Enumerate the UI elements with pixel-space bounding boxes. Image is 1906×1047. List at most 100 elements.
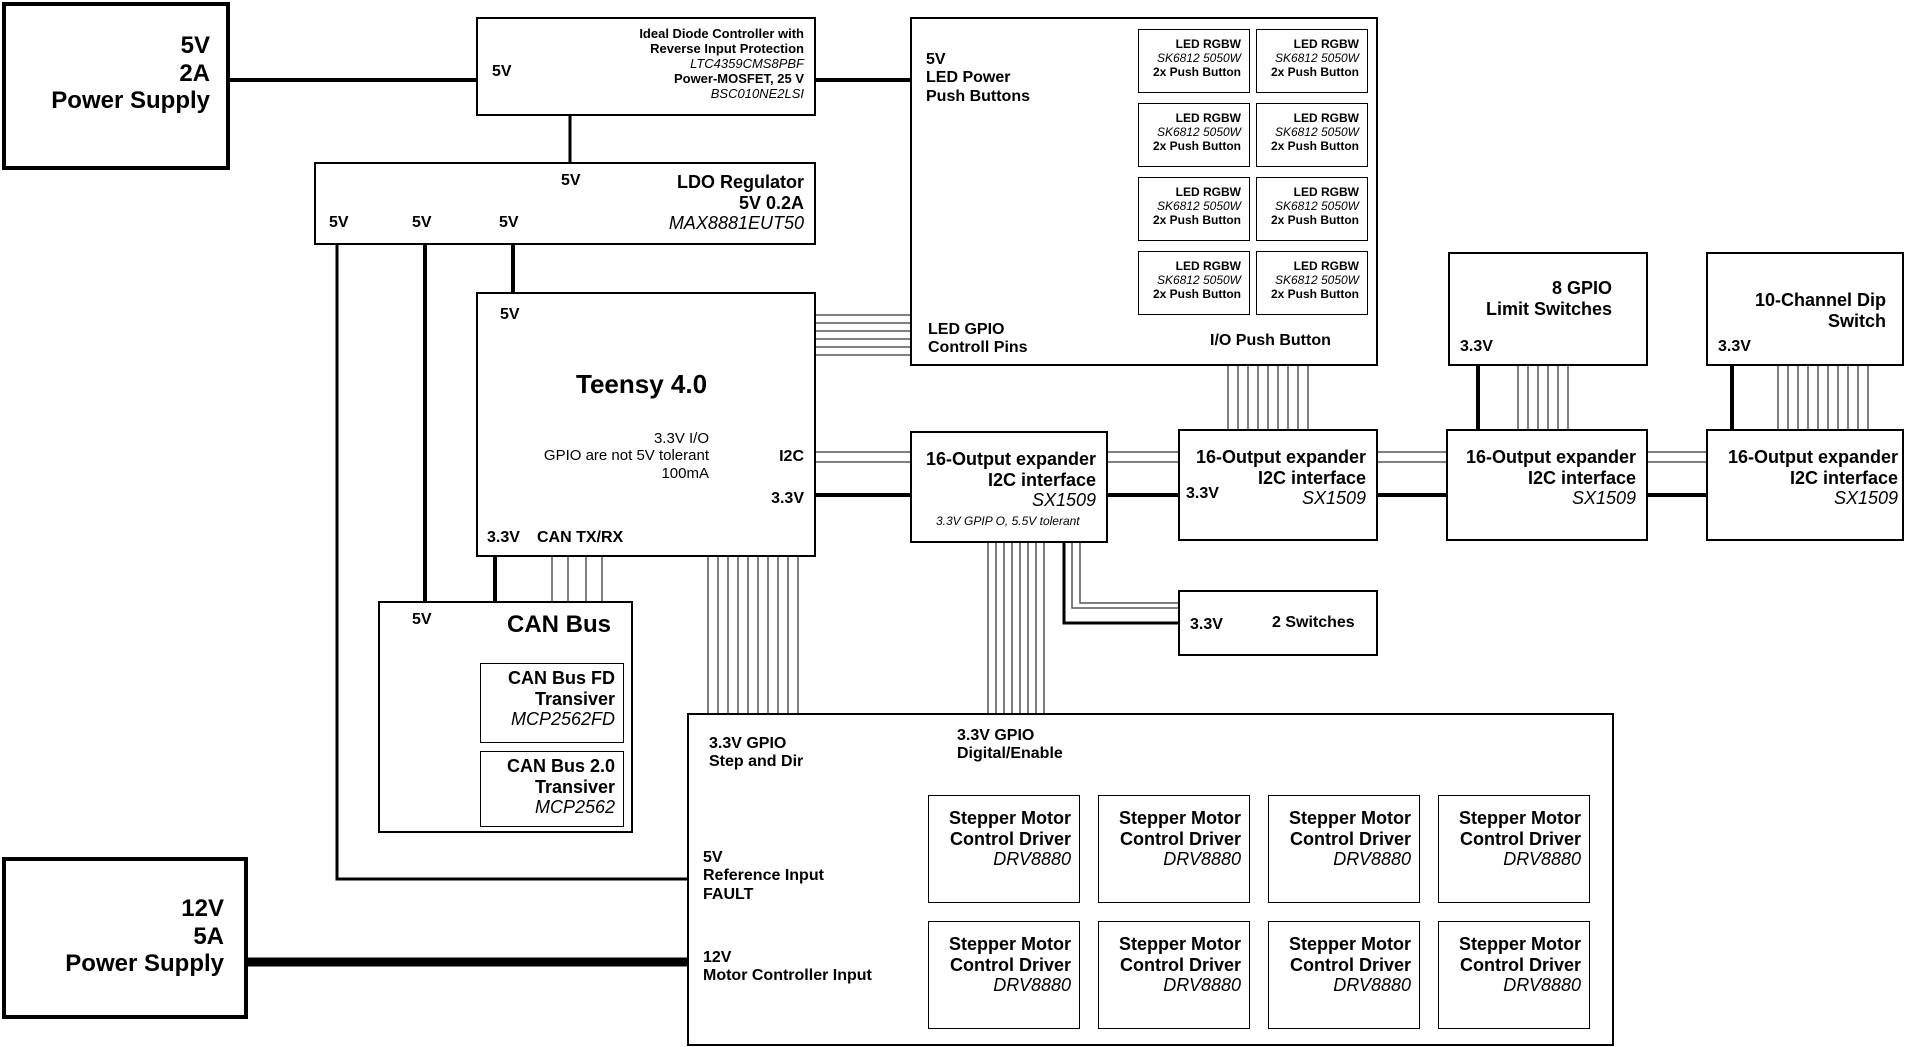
led-cell: LED RGBW SK6812 5050W 2x Push Button (1256, 103, 1368, 167)
led-cell-buttons: 2x Push Button (1152, 286, 1241, 301)
teensy-note-io: 3.3V I/O (653, 430, 709, 447)
ldo-output-2: 5V (412, 214, 432, 231)
wire-exp2-exp3-i2c (1378, 451, 1446, 463)
io-expander-2: 3.3V 16-Output expander I2C interface SX… (1178, 429, 1378, 541)
stepper-driver-text: Stepper Motor Control Driver DRV8880 (1289, 808, 1411, 870)
led-cell: LED RGBW SK6812 5050W 2x Push Button (1138, 177, 1250, 241)
exp3-part: SX1509 (1571, 488, 1636, 509)
can-title: CAN Bus (506, 611, 611, 638)
teensy-bottom-v33: 3.3V (487, 529, 520, 546)
exp3-text: 16-Output expander I2C interface SX1509 (1466, 447, 1636, 509)
led-cell-title: LED RGBW (1293, 111, 1359, 125)
motor-power-input-label: 12V Motor Controller Input (703, 949, 872, 986)
limit-switches: 8 GPIO Limit Switches 3.3V (1448, 252, 1648, 366)
psu-5v-current: 2A (179, 59, 210, 87)
led-cell-part: SK6812 5050W (1156, 50, 1241, 65)
psu-5v: 5V 2A Power Supply (2, 2, 230, 170)
motor-digital-title: Digital/Enable (957, 745, 1063, 763)
psu-12v-title: Power Supply (65, 950, 224, 978)
stepper-driver-subtitle: Control Driver (949, 828, 1071, 849)
led-gpio-title: LED GPIO (928, 321, 1005, 338)
stepper-driver-subtitle: Control Driver (1289, 828, 1411, 849)
psu-12v-voltage: 12V (181, 895, 224, 922)
led-cell-title: LED RGBW (1293, 259, 1359, 273)
motor-power-title: Motor Controller Input (703, 967, 872, 985)
exp2-part: SX1509 (1301, 488, 1366, 509)
stepper-driver-subtitle: Control Driver (1459, 828, 1581, 849)
stepper-driver-part: DRV8880 (1333, 975, 1411, 996)
stepper-driver-text: Stepper Motor Control Driver DRV8880 (1459, 934, 1581, 996)
led-cell-part: SK6812 5050W (1274, 50, 1359, 65)
limit-text: 8 GPIO Limit Switches (1486, 278, 1612, 319)
stepper-driver-text: Stepper Motor Control Driver DRV8880 (949, 934, 1071, 996)
exp2-power-label: 3.3V (1186, 485, 1219, 502)
stepper-driver-title: Stepper Motor (948, 808, 1071, 828)
led-cell-text: LED RGBW SK6812 5050W 2x Push Button (1152, 37, 1241, 79)
wire-exp3-limit-signal (1517, 366, 1569, 429)
motor-controller: 3.3V GPIO Step and Dir 3.3V GPIO Digital… (687, 713, 1614, 1046)
led-cell: LED RGBW SK6812 5050W 2x Push Button (1138, 251, 1250, 315)
led-cell-buttons: 2x Push Button (1152, 212, 1241, 227)
limit-power-label: 3.3V (1460, 338, 1493, 355)
wire-exp1-switches-power (1062, 543, 1178, 625)
teensy-note-current: 100mA (661, 464, 709, 482)
psu-5v-title: Power Supply (51, 87, 210, 115)
teensy-v33-label: 3.3V (771, 490, 804, 507)
led-cell-buttons: 2x Push Button (1270, 212, 1359, 227)
exp2-text: 16-Output expander I2C interface SX1509 (1196, 447, 1366, 509)
stepper-driver-subtitle: Control Driver (1289, 954, 1411, 975)
stepper-driver-title: Stepper Motor (1118, 808, 1241, 828)
two-switches: 3.3V 2 Switches (1178, 590, 1378, 656)
exp3-title: 16-Output expander (1465, 447, 1636, 467)
led-cell-part: SK6812 5050W (1274, 272, 1359, 287)
led-cell-buttons: 2x Push Button (1270, 138, 1359, 153)
stepper-driver-text: Stepper Motor Control Driver DRV8880 (1119, 808, 1241, 870)
stepper-driver-text: Stepper Motor Control Driver DRV8880 (1459, 808, 1581, 870)
exp1-note: 3.3V GPIP O, 5.5V tolerant (936, 514, 1080, 528)
stepper-driver-title: Stepper Motor (1288, 808, 1411, 828)
ldo-output-1: 5V (329, 214, 349, 231)
led-gpio-pins: Controll Pins (928, 339, 1028, 357)
teensy-i2c-label: I2C (779, 448, 804, 465)
diode-title-3: Power-MOSFET, 25 V (673, 70, 804, 86)
stepper-driver-title: Stepper Motor (1458, 934, 1581, 954)
led-cell-buttons: 2x Push Button (1152, 64, 1241, 79)
led-cell-title: LED RGBW (1293, 185, 1359, 199)
wire-exp1-exp2-i2c (1108, 451, 1178, 463)
wire-exp3-exp4-i2c (1648, 451, 1706, 463)
can-20-type: Transiver (534, 776, 615, 797)
io-expander-4: 16-Output expander I2C interface SX1509 (1706, 429, 1904, 541)
stepper-driver-subtitle: Control Driver (949, 954, 1071, 975)
teensy-notes: 3.3V I/O GPIO are not 5V tolerant 100mA (544, 430, 709, 482)
ldo-regulator: 5V LDO Regulator 5V 0.2A MAX8881EUT50 5V… (314, 162, 816, 245)
motor-power-voltage: 12V (703, 949, 732, 966)
led-power-buttons: Push Buttons (926, 87, 1030, 105)
led-cell-text: LED RGBW SK6812 5050W 2x Push Button (1270, 111, 1359, 153)
exp4-text: 16-Output expander I2C interface SX1509 (1728, 447, 1898, 509)
exp1-text: 16-Output expander I2C interface SX1509 (926, 449, 1096, 511)
limit-title: Limit Switches (1485, 298, 1612, 319)
switches-title: 2 Switches (1272, 614, 1355, 631)
teensy-board: 5V Teensy 4.0 3.3V I/O GPIO are not 5V t… (476, 292, 816, 557)
stepper-driver-title: Stepper Motor (948, 934, 1071, 954)
dip-switch: 10-Channel Dip Switch 3.3V (1706, 252, 1904, 366)
exp2-title: 16-Output expander (1195, 447, 1366, 467)
stepper-driver-text: Stepper Motor Control Driver DRV8880 (1289, 934, 1411, 996)
dip-type: Switch (1827, 310, 1886, 331)
stepper-driver-subtitle: Control Driver (1459, 954, 1581, 975)
led-power-label: 5V LED Power Push Buttons (926, 51, 1030, 106)
led-power-title: LED Power (926, 69, 1011, 87)
can-fd-transceiver: CAN Bus FD Transiver MCP2562FD (480, 663, 624, 743)
led-cell-title: LED RGBW (1175, 111, 1241, 125)
wire-exp1-digital-enable (987, 543, 1045, 713)
diode-description: Ideal Diode Controller with Reverse Inpu… (639, 26, 804, 102)
led-panel: 5V LED Power Push Buttons LED GPIO Contr… (910, 17, 1378, 366)
wire-teensy-step-dir (707, 557, 799, 713)
wire-exp4-dip-signal (1777, 366, 1869, 429)
led-cell-text: LED RGBW SK6812 5050W 2x Push Button (1152, 185, 1241, 227)
stepper-driver-title: Stepper Motor (1118, 934, 1241, 954)
led-cell: LED RGBW SK6812 5050W 2x Push Button (1138, 103, 1250, 167)
stepper-driver: Stepper Motor Control Driver DRV8880 (1268, 921, 1420, 1029)
led-cell-buttons: 2x Push Button (1152, 138, 1241, 153)
